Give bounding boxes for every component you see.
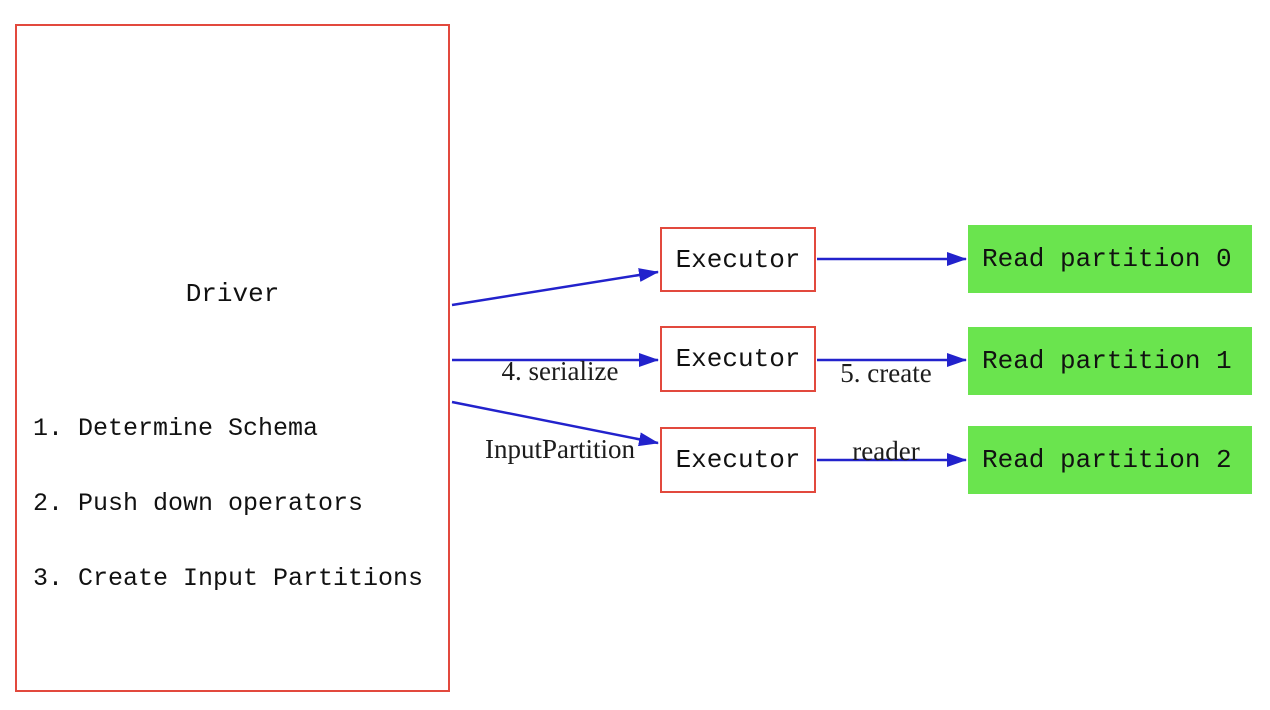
edge-label-reader-line1: 5. create: [840, 358, 932, 388]
driver-step-3: 3. Create Input Partitions: [33, 564, 424, 593]
read-partition-box-0: Read partition 0: [968, 225, 1252, 293]
edge-label-serialize-line2: InputPartition: [485, 434, 635, 464]
arrow-driver-to-executor-2: [451, 400, 659, 447]
executor-label-0: Executor: [675, 244, 801, 275]
executor-box-0: Executor: [660, 227, 816, 292]
edge-label-create-reader: 5. create reader: [806, 308, 966, 516]
read-partition-box-2: Read partition 2: [968, 426, 1252, 494]
driver-step-1: 1. Determine Schema: [33, 414, 319, 443]
edge-label-serialize-line1: 4. serialize: [501, 356, 619, 386]
read-partition-box-1: Read partition 1: [968, 327, 1252, 395]
executor-box-2: Executor: [660, 427, 816, 493]
arrow-driver-to-executor-0: [451, 268, 659, 307]
edge-label-serialize-inputpartition: 4. serialize InputPartition: [450, 306, 670, 514]
driver-title: Driver: [185, 279, 280, 309]
driver-step-2: 2. Push down operators: [33, 489, 364, 518]
read-partition-label-0: Read partition 0: [982, 244, 1232, 274]
driver-steps-list: 1. Determine Schema 2. Push down operato…: [33, 366, 423, 641]
read-partition-label-1: Read partition 1: [982, 346, 1232, 376]
executor-label-1: Executor: [675, 344, 801, 374]
driver-box: Driver 1. Determine Schema 2. Push down …: [15, 24, 450, 692]
edge-label-reader-line2: reader: [852, 436, 920, 466]
read-partition-label-2: Read partition 2: [982, 445, 1232, 475]
executor-box-1: Executor: [660, 326, 816, 392]
executor-label-2: Executor: [675, 445, 801, 475]
